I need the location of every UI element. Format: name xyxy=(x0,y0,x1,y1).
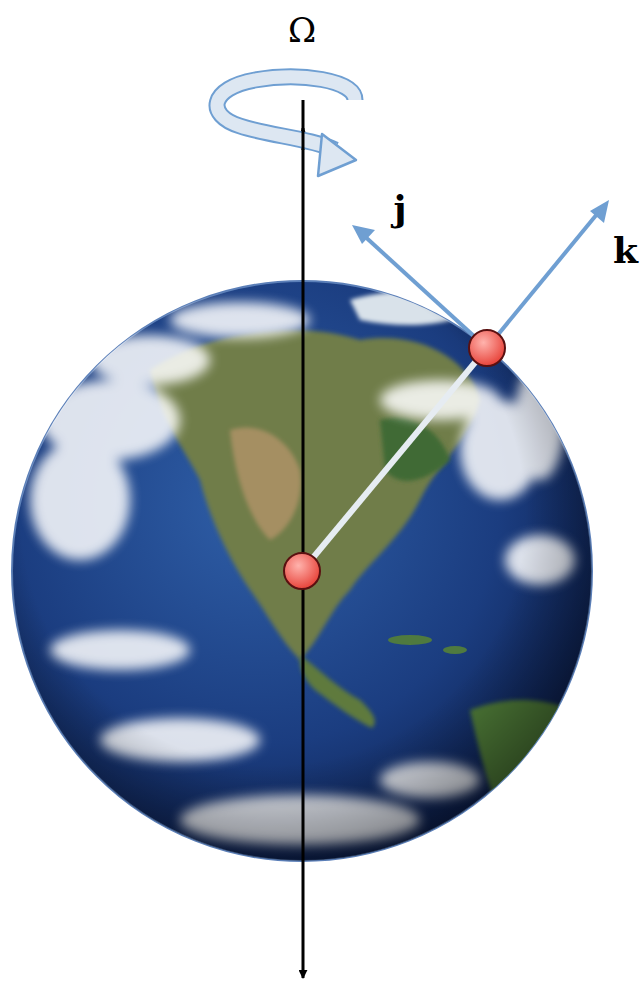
omega-label: Ω xyxy=(288,13,316,47)
unit-vector-label: k xyxy=(613,232,638,268)
unit-vector-label: j xyxy=(393,190,406,226)
